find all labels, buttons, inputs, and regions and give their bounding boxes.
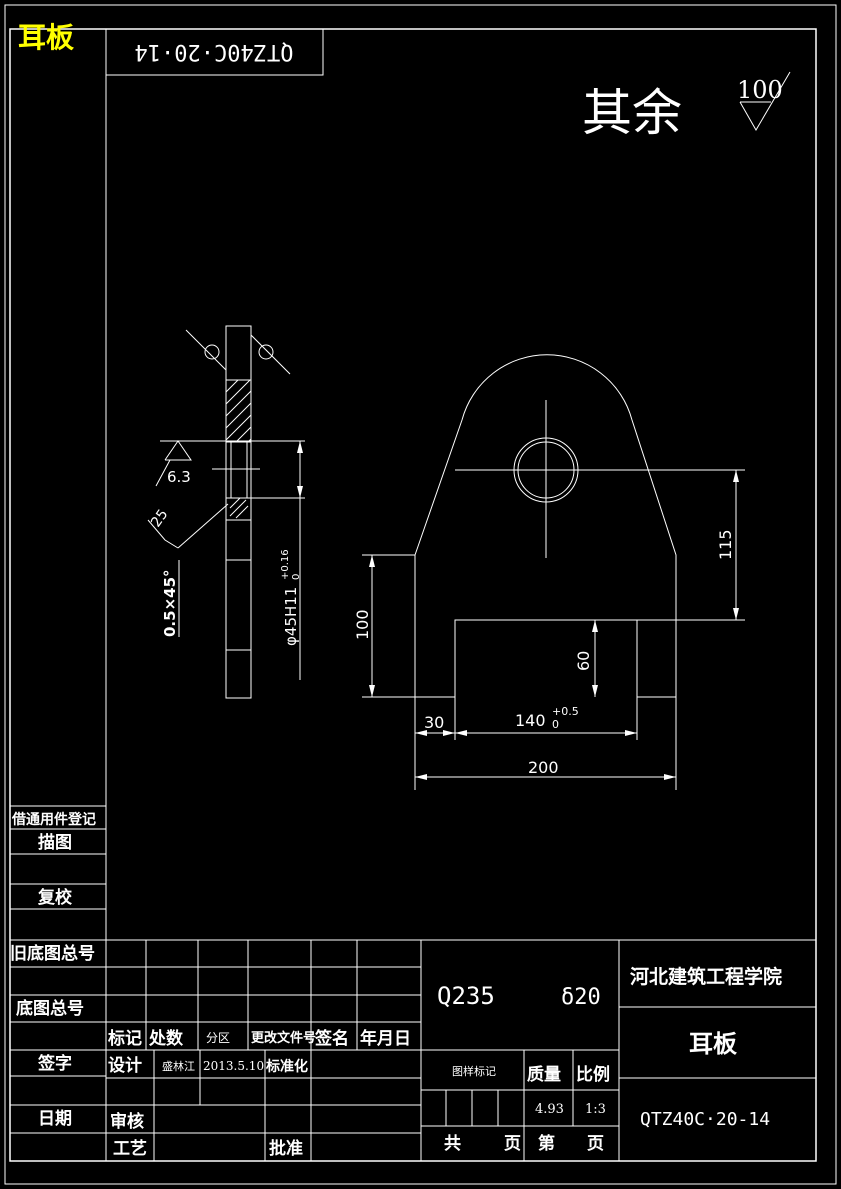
- tb-process: 工艺: [113, 1138, 147, 1159]
- panel-signature: 签字: [37, 1053, 72, 1074]
- panel-old-base-no: 旧底图总号: [10, 943, 95, 964]
- tb-ymd: 年月日: [360, 1028, 411, 1049]
- tb-approve: 批准: [269, 1138, 303, 1159]
- roughness-note-value: 100: [737, 76, 783, 104]
- bore-tol-lower: 0: [291, 574, 302, 580]
- tb-part-name: 耳板: [689, 1029, 738, 1058]
- top-code-box: [106, 29, 324, 76]
- roughness-25-icon: [147, 519, 179, 549]
- tb-zone: 分区: [206, 1031, 230, 1045]
- panel-date: 日期: [38, 1109, 72, 1129]
- tb-designer: 盛林江: [162, 1059, 195, 1073]
- dim-30: 30: [424, 713, 444, 732]
- bore-tol-upper: +0.16: [280, 549, 291, 580]
- tb-design: 设计: [108, 1055, 142, 1076]
- panel-base-no: 底图总号: [16, 998, 84, 1019]
- dim-100: 100: [353, 609, 372, 640]
- panel-recheck: 复校: [37, 887, 73, 908]
- tb-school: 河北建筑工程学院: [630, 965, 782, 988]
- tb-place-count: 处数: [148, 1028, 184, 1049]
- panel-borrow-register: 借通用件登记: [11, 811, 96, 828]
- tb-scale-value: 1:3: [585, 1102, 606, 1117]
- tb-page: 页: [504, 1134, 521, 1154]
- tb-material: Q235: [437, 982, 495, 1010]
- outer-border: [4, 4, 837, 1185]
- dim-60: 60: [574, 651, 593, 671]
- roughness-6-3: 6.3: [167, 468, 191, 486]
- tb-review: 审核: [110, 1111, 144, 1132]
- tb-page2: 页: [587, 1134, 604, 1154]
- corner-part-label: 耳板: [18, 21, 74, 54]
- tol-140-upper: +0.5: [552, 705, 579, 718]
- bore-dimension: φ45H11: [282, 587, 300, 646]
- tb-thickness: δ20: [561, 985, 601, 1010]
- chamfer-note: 0.5×45°: [161, 569, 179, 637]
- front-view: 115 100 60 30 140 +0.5 0: [353, 354, 745, 790]
- tb-scale: 比例: [576, 1064, 610, 1085]
- tb-mass-value: 4.93: [535, 1102, 564, 1117]
- dim-200: 200: [528, 758, 559, 777]
- tb-mass: 质量: [527, 1064, 561, 1085]
- tb-design-date: 2013.5.10: [203, 1059, 264, 1073]
- dim-140: 140: [515, 711, 546, 730]
- tb-change-doc: 更改文件号: [251, 1030, 316, 1046]
- side-view: 6.3 25 0.5×45° φ45H11 +0.16 0: [147, 325, 305, 699]
- top-code-flipped: QTZ40C·20·14: [135, 39, 294, 64]
- inner-border: [9, 28, 817, 1162]
- roughness-note-text: 其余: [582, 84, 682, 142]
- roughness-25: 25: [148, 507, 171, 531]
- roughness-symbol-icon: [739, 71, 791, 131]
- roughness-6-3-icon: [164, 440, 192, 461]
- side-panel: 借通用件登记 描图 复校 旧底图总号 底图总号 签字 日期: [10, 805, 106, 1134]
- tb-drawing-no: QTZ40C·20-14: [640, 1109, 770, 1130]
- panel-trace: 描图: [38, 832, 72, 853]
- tb-sign: 签名: [314, 1028, 349, 1049]
- tb-mark: 标记: [108, 1028, 142, 1049]
- dim-115: 115: [716, 529, 735, 560]
- tb-sheet: 第: [538, 1133, 555, 1154]
- tb-standardize: 标准化: [265, 1058, 308, 1075]
- tol-140-lower: 0: [552, 718, 559, 731]
- title-block: 标记 处数 分区 更改文件号 签名 年月日 设计 盛林江 2013.5.10 标…: [106, 939, 816, 1161]
- tb-stage-mark: 图样标记: [452, 1064, 496, 1078]
- tb-total: 共: [444, 1134, 461, 1154]
